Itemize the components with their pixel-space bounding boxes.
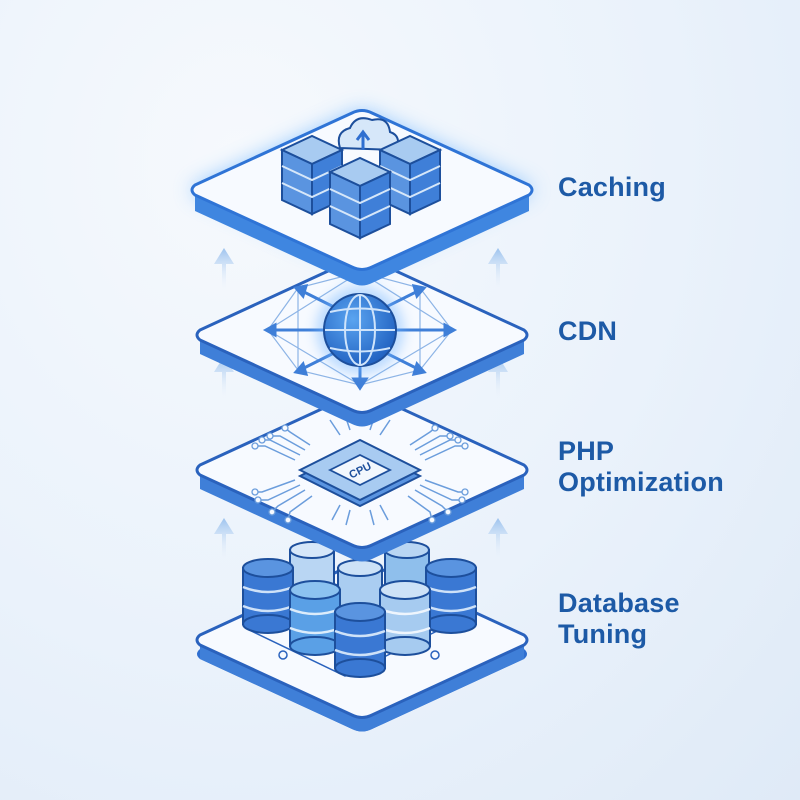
cloud-upload-icon bbox=[337, 117, 399, 152]
database-cylinder bbox=[334, 602, 386, 678]
layer-label-line: Tuning bbox=[558, 619, 648, 649]
cpu-chip-icon: CPU bbox=[251, 414, 469, 526]
server-stack-cloud-icon bbox=[279, 117, 443, 240]
layer-php-optimization: CPU bbox=[195, 391, 529, 562]
database-cylinder bbox=[289, 580, 341, 656]
database-cylinder bbox=[242, 558, 294, 634]
layer-label-cdn: CDN bbox=[558, 316, 617, 347]
layer-label-line: Optimization bbox=[558, 467, 724, 497]
layer-label-line: Database bbox=[558, 588, 680, 618]
layer-label-line: PHP bbox=[558, 436, 615, 466]
layer-label-caching: Caching bbox=[558, 172, 666, 203]
flow-arrow-right-3 bbox=[488, 518, 508, 560]
server-unit bbox=[327, 156, 393, 240]
layer-label-database-tuning: Database Tuning bbox=[558, 588, 680, 650]
layer-label-line: CDN bbox=[558, 316, 618, 346]
database-cylinder bbox=[379, 580, 431, 656]
layer-database bbox=[195, 541, 529, 732]
layer-caching bbox=[190, 109, 534, 286]
flow-arrow-left-3 bbox=[214, 518, 234, 560]
database-cylinders-icon bbox=[242, 541, 477, 678]
flow-arrow-right-2 bbox=[488, 248, 508, 290]
server-unit bbox=[279, 134, 345, 216]
flow-arrow-left-2 bbox=[214, 248, 234, 290]
database-cylinder bbox=[425, 558, 477, 634]
layer-label-line: Caching bbox=[558, 172, 666, 202]
layer-cdn bbox=[195, 256, 529, 427]
layer-label-php-optimization: PHP Optimization bbox=[558, 436, 724, 498]
globe-network-icon bbox=[262, 271, 458, 391]
